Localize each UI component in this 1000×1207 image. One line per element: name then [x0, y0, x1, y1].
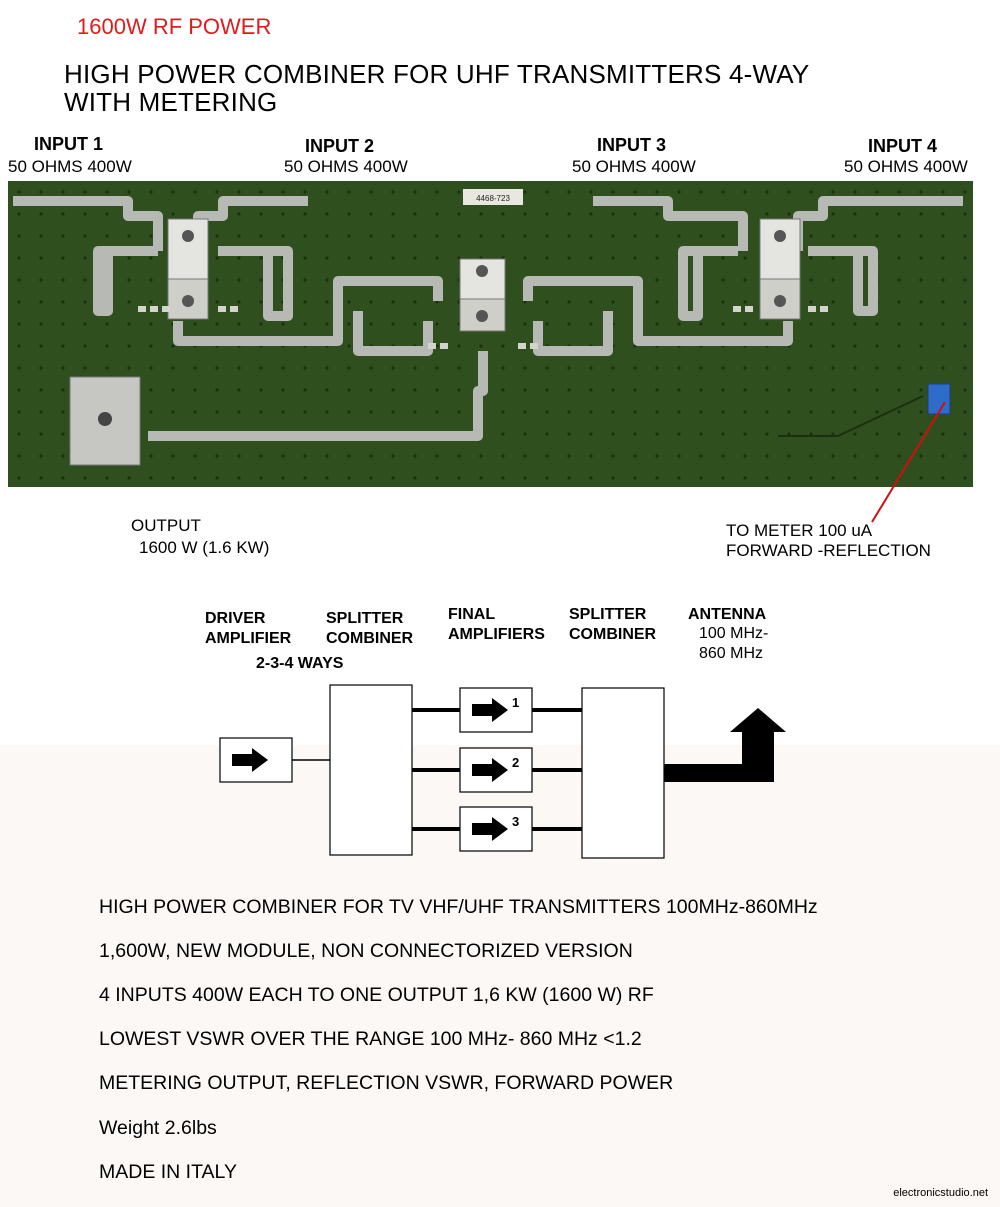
input-3-name: INPUT 3 [597, 135, 667, 155]
spec-line-1: HIGH POWER COMBINER FOR TV VHF/UHF TRANS… [99, 896, 818, 918]
final-label-line-2: AMPLIFIERS [448, 626, 545, 643]
driver-label-line-1: DRIVER [205, 610, 266, 627]
pcb-traces [13, 196, 963, 441]
spec-line-4: LOWEST VSWR OVER THE RANGE 100 MHz- 860 … [99, 1028, 642, 1050]
splitter-combiner-1-box [329, 684, 413, 856]
antenna-range-line-1: 100 MHz- [699, 625, 769, 642]
splitter-combiner-1-label: SPLITTER COMBINER [326, 609, 413, 649]
splitter-1-line-1: SPLITTER [326, 610, 404, 627]
input-2-name: INPUT 2 [305, 136, 375, 156]
output-spec: 1600 W (1.6 KW) [139, 538, 270, 557]
spec-line-5: METERING OUTPUT, REFLECTION VSWR, FORWAR… [99, 1072, 674, 1094]
antenna-label: ANTENNA [688, 606, 767, 623]
meter-label-line-1: TO METER 100 uA [726, 521, 873, 540]
input-4-spec: 50 OHMS 400W [844, 157, 968, 176]
pcb-components: 4468-723 [69, 189, 951, 466]
power-label: 1600W RF POWER [77, 14, 272, 39]
antenna-range-line-2: 860 MHz [699, 645, 764, 662]
driver-label-line-2: AMPLIFIER [205, 630, 292, 647]
amp-number-3: 3 [512, 814, 519, 829]
meter-label-line-2: FORWARD -REFLECTION [726, 541, 931, 560]
driver-arrow-icon [232, 748, 268, 772]
antenna-range-label: 100 MHz- 860 MHz [699, 624, 768, 664]
final-label-line-1: FINAL [448, 606, 496, 623]
amp-number-1: 1 [512, 695, 519, 710]
input-1-name: INPUT 1 [34, 134, 104, 154]
title-line-2: WITH METERING [64, 87, 278, 117]
pcb-photo: 4468-723 [8, 181, 973, 487]
input-1-spec: 50 OHMS 400W [8, 157, 132, 176]
amp-number-2: 2 [512, 755, 519, 770]
splitter-combiner-2-box [581, 687, 665, 859]
block-diagram: 1 2 3 [219, 684, 786, 859]
splitter-1-line-2: COMBINER [326, 630, 414, 647]
output-label: OUTPUT [131, 516, 201, 535]
amp-1-arrow-icon [472, 698, 508, 722]
input-4-name: INPUT 4 [868, 136, 938, 156]
spec-line-2: 1,600W, NEW MODULE, NON CONNECTORIZED VE… [99, 940, 633, 962]
final-amplifiers-label: FINAL AMPLIFIERS [448, 605, 545, 645]
page-title: HIGH POWER COMBINER FOR UHF TRANSMITTERS… [64, 60, 809, 116]
spec-line-3: 4 INPUTS 400W EACH TO ONE OUTPUT 1,6 KW … [99, 984, 654, 1006]
input-3-spec: 50 OHMS 400W [572, 157, 696, 176]
footer-site: electronicstudio.net [893, 1187, 988, 1199]
amp-3-arrow-icon [472, 817, 508, 841]
title-line-1: HIGH POWER COMBINER FOR UHF TRANSMITTERS… [64, 59, 810, 89]
splitter-combiner-2-label: SPLITTER COMBINER [569, 605, 656, 645]
pcb-board-label: 4468-723 [476, 194, 510, 203]
driver-amplifier-label: DRIVER AMPLIFIER [205, 609, 291, 649]
splitter-2-line-2: COMBINER [569, 626, 657, 643]
spec-line-7: MADE IN ITALY [99, 1161, 237, 1183]
input-2-spec: 50 OHMS 400W [284, 157, 408, 176]
spec-line-6: Weight 2.6lbs [99, 1117, 217, 1139]
meter-pointer-line [871, 401, 946, 523]
antenna-arrow-icon [664, 708, 786, 782]
amp-2-arrow-icon [472, 758, 508, 782]
meter-label: TO METER 100 uA FORWARD -REFLECTION [726, 521, 931, 561]
splitter-2-line-1: SPLITTER [569, 606, 647, 623]
splitter-ways-label: 2-3-4 WAYS [256, 655, 344, 672]
